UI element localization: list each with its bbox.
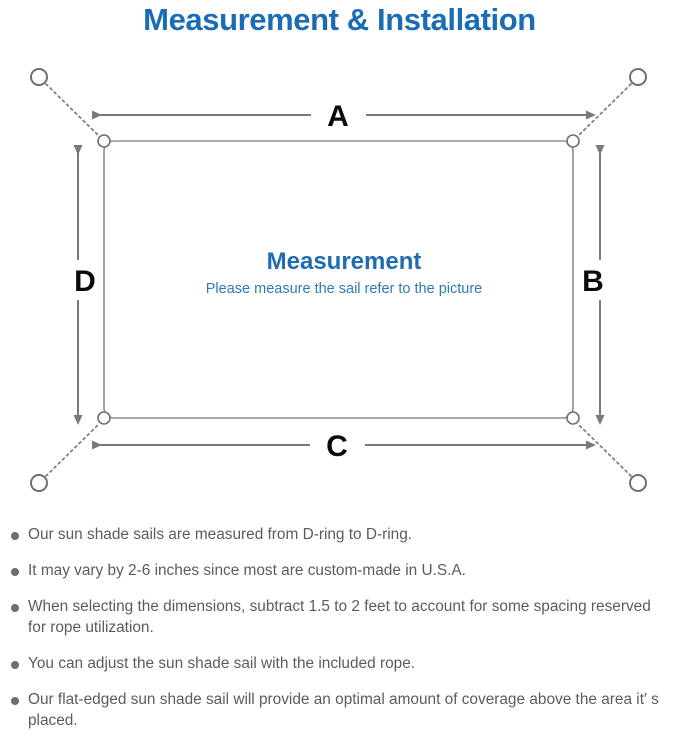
bullet-icon <box>11 604 19 612</box>
anchor-ring-bottom-right <box>629 474 647 492</box>
list-item: You can adjust the sun shade sail with t… <box>0 653 665 674</box>
list-item-text: Our sun shade sails are measured from D-… <box>28 526 413 543</box>
list-item: Our flat-edged sun shade sail will provi… <box>0 689 665 731</box>
d-ring-bottom-right <box>566 411 580 425</box>
rope-bottom-left <box>45 423 100 477</box>
notes-list: Our sun shade sails are measured from D-… <box>0 524 679 746</box>
list-item-text: Our flat-edged sun shade sail will provi… <box>28 691 659 729</box>
d-ring-bottom-left <box>97 411 111 425</box>
list-item-text: When selecting the dimensions, subtract … <box>28 598 651 636</box>
anchor-ring-top-right <box>629 68 647 86</box>
list-item: When selecting the dimensions, subtract … <box>0 596 665 638</box>
list-item-text: It may vary by 2-6 inches since most are… <box>28 562 466 579</box>
list-item-text: You can adjust the sun shade sail with t… <box>28 655 416 672</box>
bullet-icon <box>11 532 19 540</box>
bullet-icon <box>11 697 19 705</box>
anchor-ring-bottom-left <box>30 474 48 492</box>
diagram-center-heading: Measurement <box>267 248 422 275</box>
rope-top-right <box>577 83 632 137</box>
d-ring-top-left <box>97 134 111 148</box>
dimension-label-b: B <box>582 265 604 298</box>
measurement-diagram: A C D B Measurement Please measure the s… <box>0 48 679 518</box>
list-item: Our sun shade sails are measured from D-… <box>0 524 665 545</box>
rope-top-left <box>45 83 100 137</box>
bullet-icon <box>11 661 19 669</box>
bullet-icon <box>11 568 19 576</box>
page-title: Measurement & Installation <box>143 2 536 37</box>
rope-bottom-right <box>577 423 632 477</box>
shade-sail-body <box>103 140 574 419</box>
anchor-ring-top-left <box>30 68 48 86</box>
list-item: It may vary by 2-6 inches since most are… <box>0 560 665 581</box>
d-ring-top-right <box>566 134 580 148</box>
diagram-center-subtitle: Please measure the sail refer to the pic… <box>206 281 482 297</box>
dimension-label-c: C <box>326 430 348 463</box>
dimension-label-a: A <box>327 100 349 133</box>
dimension-label-d: D <box>74 265 96 298</box>
